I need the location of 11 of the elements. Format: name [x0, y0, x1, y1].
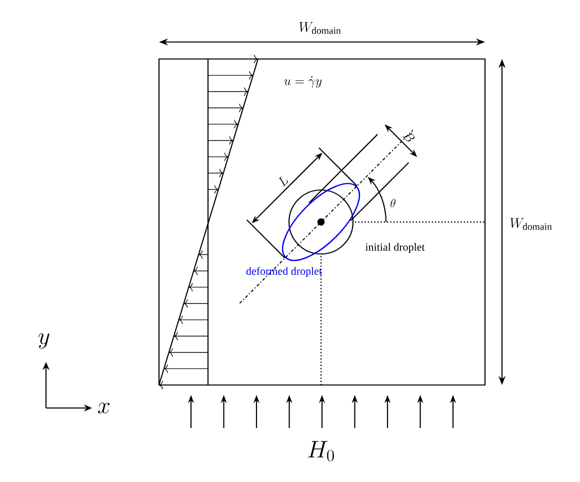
math-label: $y$ [38, 333, 50, 349]
math-label: $W_{\mathrm{domain}}$ [299, 22, 341, 34]
droplet-label: deformed droplet [246, 266, 322, 278]
math-label: $L$ [278, 176, 288, 187]
droplet-label: initial droplet [365, 243, 425, 253]
math-label: $u = \dot{\gamma} y$ [284, 76, 322, 88]
math-label: $H_0$ [308, 441, 334, 462]
math-label: $B$ [402, 132, 414, 142]
math-label: $x$ [98, 402, 110, 414]
math-label: $\theta$ [390, 198, 396, 208]
math-label: $W_{\mathrm{domain}}$ [510, 218, 552, 230]
